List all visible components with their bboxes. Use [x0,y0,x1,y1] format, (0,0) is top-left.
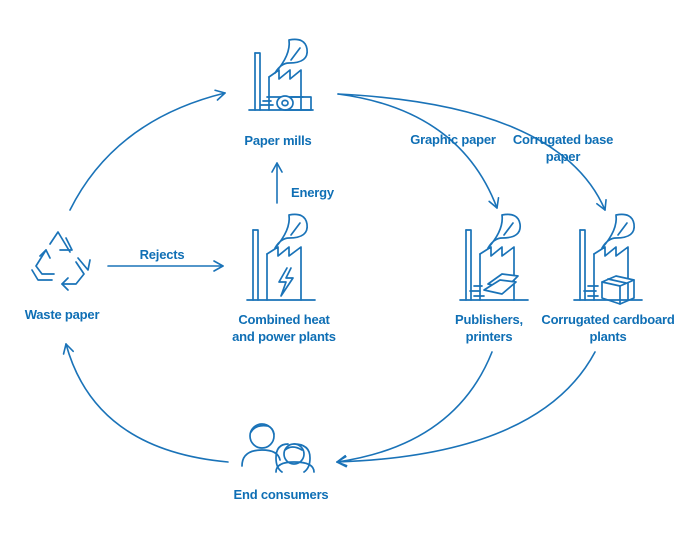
node-label-chp: Combined heat and power plants [232,312,336,344]
node-label-paper-mills: Paper mills [244,133,312,148]
factory-paper-roll-icon [248,38,314,111]
flow-label-graphic-paper: Graphic paper [410,132,496,147]
arrow-consumers-to-waste [62,343,229,463]
factory-paper-stack-icon [459,213,529,301]
node-label-waste-paper: Waste paper [24,307,100,322]
flow-label-energy: Energy [291,185,334,200]
arrow-mills-to-publishers [337,93,500,209]
node-label-cardboard: Corrugated cardboard plants [541,312,675,344]
arrow-cardboard-to-consumers [336,351,596,468]
arrow-publishers-to-consumers [336,351,493,467]
node-label-publishers: Publishers, printers [455,312,523,344]
arrow-mills-to-cardboard [337,93,607,211]
node-label-end-consumers: End consumers [233,487,329,502]
recycle-icon [31,231,91,291]
arrow-waste-to-mills [69,89,226,211]
flow-label-corrugated-base-paper: Corrugated base paper [512,132,614,164]
factory-box-icon [573,213,643,305]
flow-label-rejects: Rejects [139,247,185,262]
factory-lightning-icon [246,213,316,301]
people-icon [241,423,315,473]
